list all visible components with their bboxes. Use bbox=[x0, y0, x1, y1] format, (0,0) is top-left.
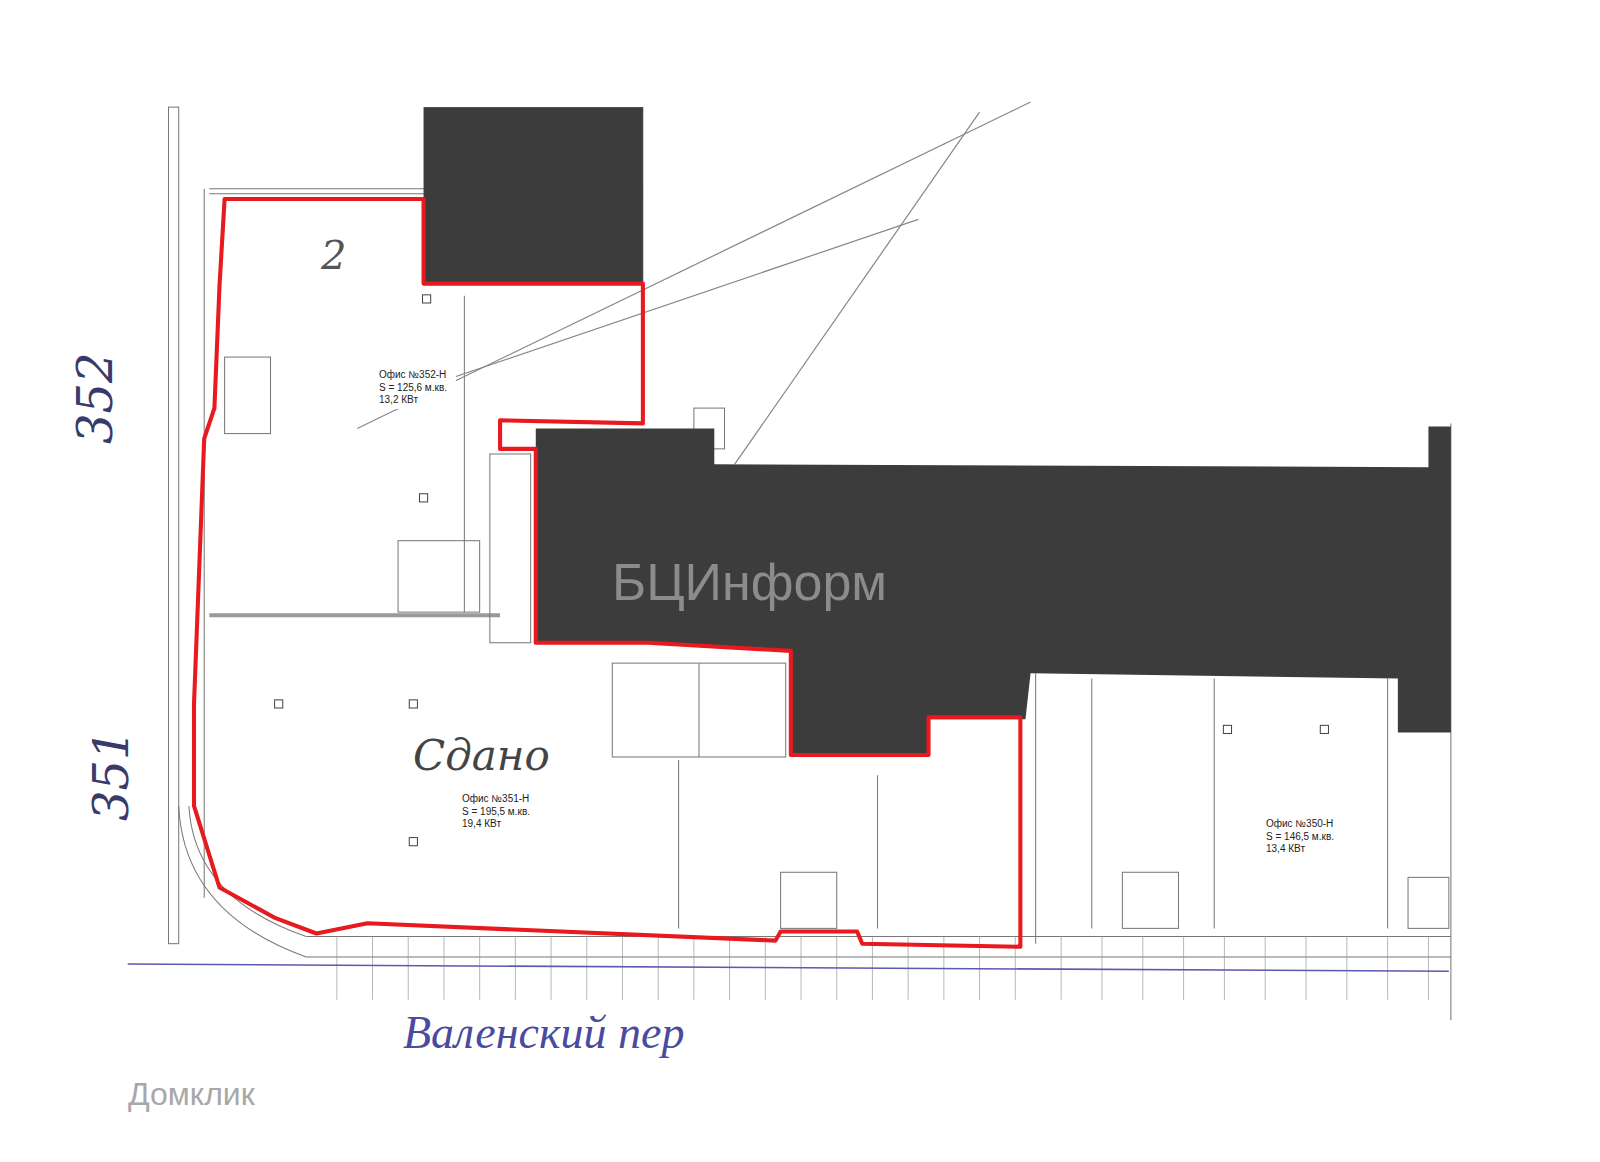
office-text: Офис №351-Н bbox=[462, 793, 536, 806]
section-number: 352 bbox=[71, 352, 119, 444]
office-text: Офис №350-Н bbox=[1266, 818, 1340, 831]
office-text: 13,2 КВт bbox=[379, 394, 453, 407]
office-text: S = 195,5 м.кв. bbox=[462, 806, 536, 819]
blueprint-lines bbox=[169, 107, 1451, 1020]
office-text: S = 125,6 м.кв. bbox=[379, 382, 453, 395]
office-label: Офис №350-НS = 146,5 м.кв.13,4 КВт bbox=[1263, 816, 1343, 858]
rented-outline bbox=[194, 199, 1020, 947]
section-number: 351 bbox=[87, 729, 135, 821]
handwritten-mark: 2 bbox=[321, 235, 346, 275]
office-text: 19,4 КВт bbox=[462, 818, 536, 831]
watermark: Домклик bbox=[128, 1078, 255, 1110]
street-name: Валенский пер bbox=[403, 1010, 684, 1056]
office-label: Офис №351-НS = 195,5 м.кв.19,4 КВт bbox=[459, 791, 539, 833]
office-text: 13,4 КВт bbox=[1266, 843, 1340, 856]
column-marks bbox=[275, 295, 1329, 846]
office-text: Офис №352-Н bbox=[379, 369, 453, 382]
office-label: Офис №352-НS = 125,6 м.кв.13,2 КВт bbox=[376, 367, 456, 409]
office-text: S = 146,5 м.кв. bbox=[1266, 831, 1340, 844]
handwritten-note: Сдано bbox=[413, 735, 550, 777]
street-line bbox=[128, 964, 1449, 971]
watermark: БЦИнформ bbox=[612, 556, 887, 608]
hatched-area bbox=[424, 107, 1451, 755]
